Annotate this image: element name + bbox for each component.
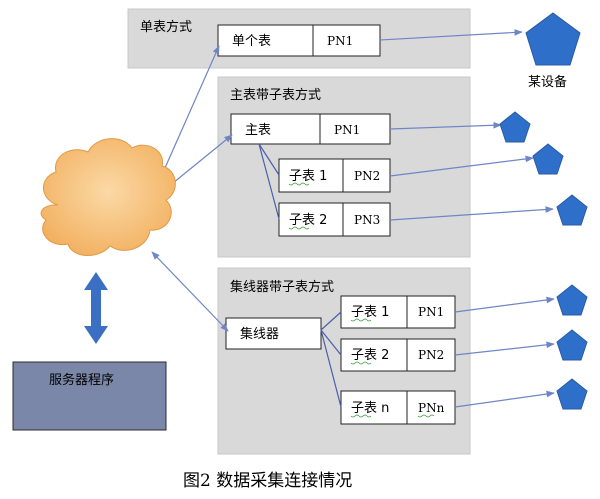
device-pentagon (556, 194, 588, 226)
concentrator-sub-n-label: 子表 n (351, 401, 389, 416)
device-label: 某设备 (528, 74, 567, 90)
cloud-to-concentrator-arrow (151, 251, 229, 332)
device-pentagon (532, 143, 564, 175)
sub-meter-1-pn: PN2 (354, 169, 380, 183)
device-pentagon (556, 378, 588, 410)
single-meter-label: 单个表 (232, 34, 271, 49)
server-program-box (12, 361, 167, 431)
single-to-device-arrow (379, 29, 523, 41)
device-pentagon (556, 284, 588, 316)
sub1-to-device-arrow (389, 155, 534, 177)
concentrator-box (225, 317, 322, 350)
figure-caption: 图2 数据采集连接情况 (183, 471, 352, 491)
single-meter-box (217, 24, 381, 57)
concentrator-sub-2-pn: PN2 (418, 348, 444, 362)
sub-meter-1-box (278, 158, 391, 193)
concentrator-sub-n-box (340, 390, 456, 425)
device-pentagon (556, 329, 588, 361)
csub2-to-device-arrow (454, 341, 555, 356)
server-program-label: 服务器程序 (49, 372, 114, 388)
master-meter-pn: PN1 (334, 123, 360, 137)
concentrator-label: 集线器 (240, 326, 279, 342)
sub-meter-2-label: 子表 2 (289, 213, 327, 228)
sub-meter-1-label: 子表 1 (289, 169, 327, 184)
device-pentagon-large (525, 12, 581, 66)
concentrator-sub-1-box (340, 295, 456, 329)
concentrator-sub-1-pn: PN1 (418, 305, 444, 319)
concentrator-panel-title: 集线器带子表方式 (230, 279, 334, 295)
concentrator-sub-n-pn: PNn (418, 401, 445, 415)
csub1-to-device-arrow (454, 296, 555, 313)
sub-meter-2-pn: PN3 (354, 213, 380, 227)
server-link-double-arrow (84, 272, 108, 344)
device-pentagon (499, 111, 531, 143)
network-cloud (40, 138, 176, 256)
single-meter-panel-title: 单表方式 (140, 19, 192, 35)
single-meter-pn: PN1 (327, 34, 353, 48)
concentrator-sub-2-label: 子表 2 (351, 348, 389, 363)
csubn-to-device-arrow (454, 390, 555, 408)
master-meter-label: 主表 (245, 123, 271, 138)
concentrator-sub-1-label: 子表 1 (351, 305, 389, 320)
master-sub-panel-title: 主表带子表方式 (230, 87, 321, 103)
sub2-to-device-arrow (389, 206, 554, 221)
master-to-device-arrow (389, 121, 502, 130)
